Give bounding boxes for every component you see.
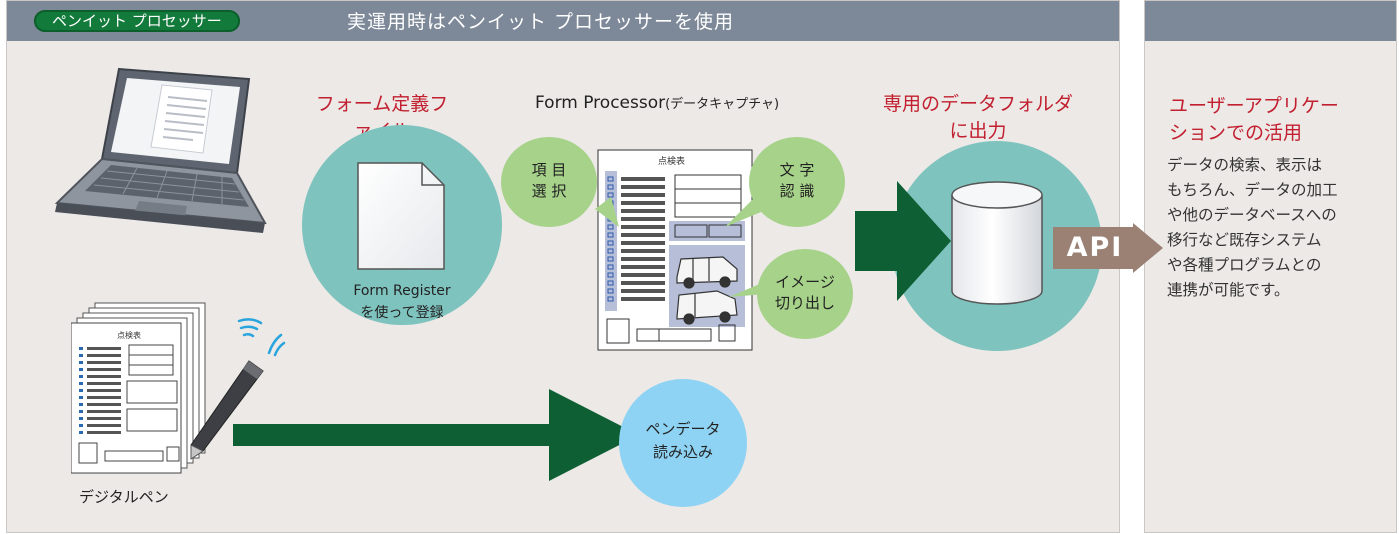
form-definition-circle: Form Register を使って登録 — [302, 125, 502, 325]
user-app-description: データの検索、表示は もちろん、データの加工 や他のデータベースへの 移行など既… — [1167, 153, 1389, 303]
pen-data-circle: ペンデータ 読み込み — [619, 379, 747, 507]
digital-pen-icon — [190, 318, 286, 460]
bubble-image-crop-line1: イメージ — [775, 273, 835, 291]
user-app-line-2: もちろん、データの加工 — [1167, 181, 1338, 199]
header-bar: ペンイット プロセッサー 実運用時はペンイット プロセッサーを使用 — [7, 1, 1119, 41]
digital-pen-label: デジタルペン — [79, 488, 169, 506]
van-icon-top — [676, 256, 738, 289]
output-title: 専用のデータフォルダ に出力 — [873, 91, 1083, 145]
user-app-title: ユーザーアプリケー ションでの活用 — [1169, 93, 1389, 147]
api-arrow-shape — [1053, 223, 1163, 273]
main-panel: ペンイット プロセッサー 実運用時はペンイット プロセッサーを使用 — [6, 0, 1120, 533]
bubble-char-recognition: 文 字 認 識 — [749, 137, 845, 227]
paper-stack-icon — [71, 302, 206, 474]
pen-data-line2: 読み込み — [652, 443, 713, 461]
processor-title-main: Form Processor — [535, 93, 666, 113]
bubble-image-crop: イメージ 切り出し — [757, 249, 853, 339]
user-app-title-line2: ションでの活用 — [1169, 122, 1303, 144]
document-icon — [357, 162, 445, 270]
arrow-pen-data — [233, 389, 639, 481]
processor-sheet-title: 点検表 — [658, 157, 686, 167]
pen-sheet-title: 点検表 — [117, 331, 141, 340]
pen-data-line1: ペンデータ — [645, 420, 721, 438]
api-label: API — [1066, 232, 1124, 263]
laptop-icon — [54, 67, 267, 233]
output-title-line1: 専用のデータフォルダ — [882, 93, 1073, 115]
user-app-line-6: 連携が可能です。 — [1167, 281, 1290, 299]
user-app-line-4: 移行など既存システム — [1167, 231, 1322, 249]
bubble-item-select-line2: 選 択 — [531, 182, 567, 200]
header-title: 実運用時はペンイット プロセッサーを使用 — [347, 11, 735, 33]
user-app-title-line1: ユーザーアプリケー — [1169, 95, 1339, 117]
form-register-name: Form Register — [353, 283, 451, 299]
database-icon — [951, 181, 1043, 305]
user-app-panel: ユーザーアプリケー ションでの活用 データの検索、表示は もちろん、データの加工… — [1144, 0, 1397, 533]
bubble-item-select-line1: 項 目 — [531, 161, 567, 179]
bubble-item-select: 項 目 選 択 — [501, 137, 597, 227]
user-app-line-5: や各種プログラムとの — [1167, 256, 1322, 274]
bubble-image-crop-line2: 切り出し — [774, 294, 835, 312]
form-register-desc: を使って登録 — [360, 305, 444, 321]
processor-title: Form Processor(データキャプチャ) — [535, 93, 779, 113]
processor-title-sub: (データキャプチャ) — [665, 97, 780, 112]
header-badge: ペンイット プロセッサー — [34, 10, 240, 32]
van-icon-bottom — [676, 290, 738, 325]
arrow-to-output — [855, 181, 951, 301]
form-register-caption: Form Register を使って登録 — [302, 280, 502, 324]
bubble-char-recognition-line1: 文 字 — [779, 161, 815, 179]
side-header-bar — [1145, 1, 1396, 41]
bubble-char-recognition-line2: 認 識 — [779, 182, 815, 200]
user-app-line-1: データの検索、表示は — [1167, 156, 1323, 174]
api-arrow: API — [1053, 223, 1163, 273]
user-app-line-3: や他のデータベースへの — [1167, 206, 1337, 224]
output-title-line2: に出力 — [949, 120, 1007, 142]
